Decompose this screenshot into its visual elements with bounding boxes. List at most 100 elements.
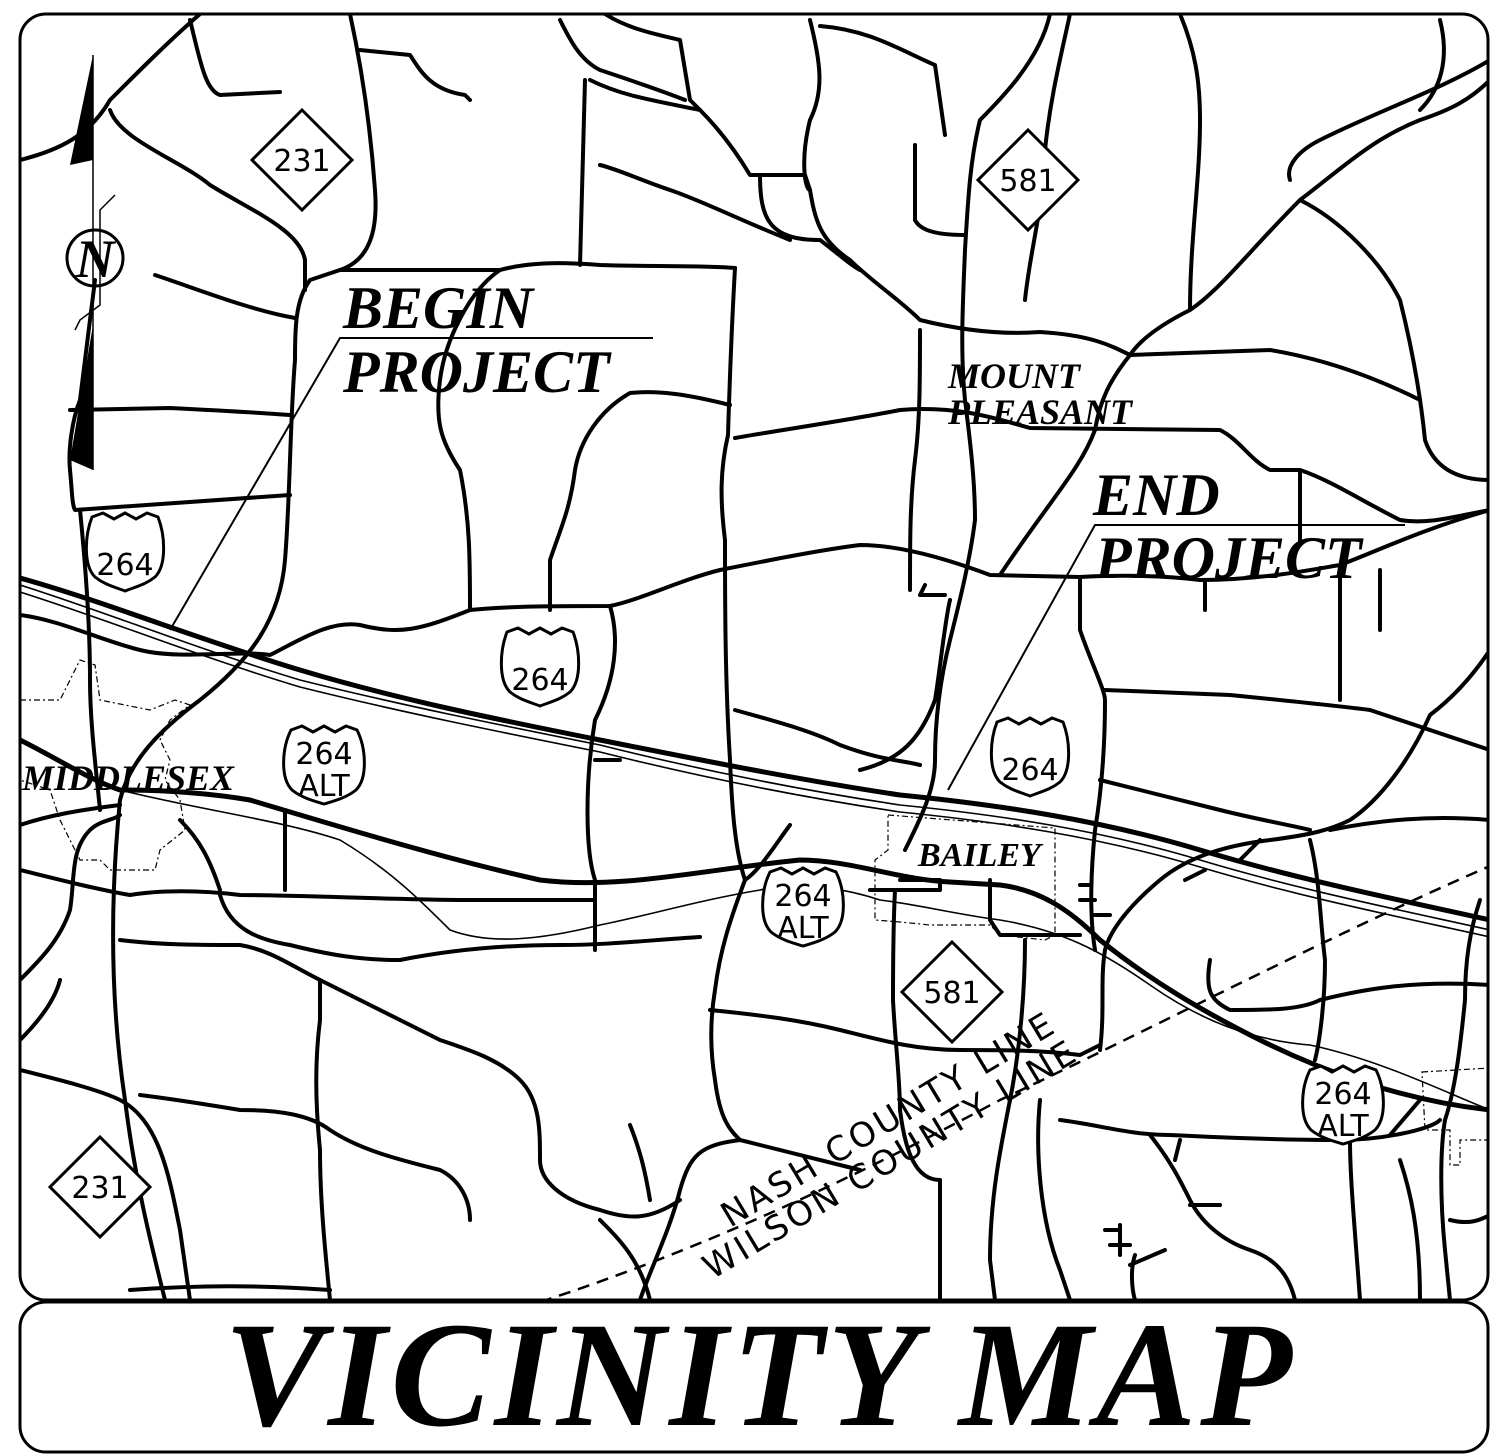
road <box>78 508 102 812</box>
end-project-label-1: END <box>1092 462 1220 528</box>
road <box>988 878 1082 937</box>
road <box>1328 816 1488 832</box>
map-body: N 231 581 581 231 264 264 2 <box>20 14 1488 1300</box>
railroad-line <box>20 584 1488 931</box>
svg-text:581: 581 <box>999 164 1056 199</box>
road <box>585 604 617 952</box>
road <box>733 407 1488 524</box>
road <box>719 266 747 882</box>
road <box>1398 1158 1422 1300</box>
us-264-alt-shield-east: 264 ALT <box>1301 1064 1385 1146</box>
road <box>903 14 1052 852</box>
map-frame <box>18 12 1490 1302</box>
road <box>1078 575 1107 952</box>
road <box>891 888 942 1182</box>
road <box>598 163 792 242</box>
svg-text:264: 264 <box>1001 753 1058 788</box>
road <box>913 143 967 237</box>
road <box>358 48 472 102</box>
svg-text:264: 264 <box>774 879 831 914</box>
nc-581-shield-bottom: 581 <box>899 939 1005 1045</box>
north-arrow-letter: N <box>75 229 117 289</box>
begin-project-label-1: BEGIN <box>342 275 536 341</box>
title-panel <box>18 1300 1490 1454</box>
begin-project-label-2: PROJECT <box>342 339 612 405</box>
road <box>1418 18 1446 112</box>
road <box>1103 1223 1167 1267</box>
road <box>628 1123 652 1202</box>
road <box>178 818 222 892</box>
road <box>436 268 502 612</box>
road <box>1183 868 1207 882</box>
road <box>138 1093 472 1222</box>
road <box>758 173 862 272</box>
road <box>338 261 737 272</box>
road <box>1058 1118 1442 1142</box>
road <box>988 938 1027 1300</box>
north-arrow: N <box>65 55 125 470</box>
road <box>1148 1133 1297 1300</box>
north-arrow-circle <box>65 228 125 288</box>
road-network <box>20 14 1488 1300</box>
end-project-label-2: PROJECT <box>1094 525 1364 591</box>
highway <box>20 737 1488 1113</box>
road <box>1348 1138 1362 1300</box>
road <box>1439 898 1482 1300</box>
road <box>1098 648 1488 1052</box>
place-label-pleasant: PLEASANT <box>947 392 1134 432</box>
road <box>1098 778 1312 832</box>
road <box>20 868 597 902</box>
us-264-shield-west: 264 <box>84 511 166 593</box>
road <box>733 708 922 767</box>
road <box>638 1138 742 1300</box>
road <box>20 813 122 982</box>
us-264-alt-shield-west: 264 ALT <box>282 724 366 806</box>
road <box>802 18 822 192</box>
north-arrow-bottom <box>70 325 93 470</box>
svg-text:264: 264 <box>511 663 568 698</box>
road <box>1238 838 1262 862</box>
place-label-mount: MOUNT <box>947 356 1082 396</box>
road <box>318 978 682 1219</box>
road <box>218 893 702 962</box>
us-264-alt-shield-center: 264 ALT <box>761 866 845 948</box>
road <box>1287 58 1488 182</box>
road <box>1388 1098 1422 1137</box>
road <box>1206 958 1488 1012</box>
end-project-leader <box>947 524 1405 791</box>
road <box>548 390 732 612</box>
road <box>709 878 862 1172</box>
nc-231-shield-top: 231 <box>249 107 355 213</box>
road <box>108 108 307 292</box>
road <box>1298 198 1488 482</box>
county-line <box>539 864 1488 1300</box>
svg-text:ALT: ALT <box>777 911 829 946</box>
road <box>20 14 202 162</box>
east-limits <box>1421 1067 1488 1166</box>
road <box>818 24 947 137</box>
road <box>588 78 702 112</box>
road <box>128 1284 332 1292</box>
railroad-line <box>20 591 1488 938</box>
road <box>1036 1098 1072 1300</box>
highway <box>20 803 122 827</box>
highway-264 <box>20 575 1488 1113</box>
road <box>578 78 587 267</box>
road <box>1128 348 1422 402</box>
us-264-shield-center: 264 <box>499 626 581 708</box>
nc-581-shield-top: 581 <box>975 127 1081 233</box>
road <box>1103 688 1488 752</box>
road <box>1188 78 1488 312</box>
svg-text:264: 264 <box>96 548 153 583</box>
road <box>1308 838 1327 1062</box>
road <box>743 823 792 882</box>
road <box>1078 883 1112 917</box>
road <box>68 406 292 417</box>
road <box>918 583 947 597</box>
road <box>708 1008 1102 1057</box>
road <box>153 273 297 320</box>
road <box>558 18 687 102</box>
us-264-shield-east: 264 <box>989 716 1071 798</box>
svg-text:231: 231 <box>71 1171 128 1206</box>
road <box>1173 1138 1182 1162</box>
